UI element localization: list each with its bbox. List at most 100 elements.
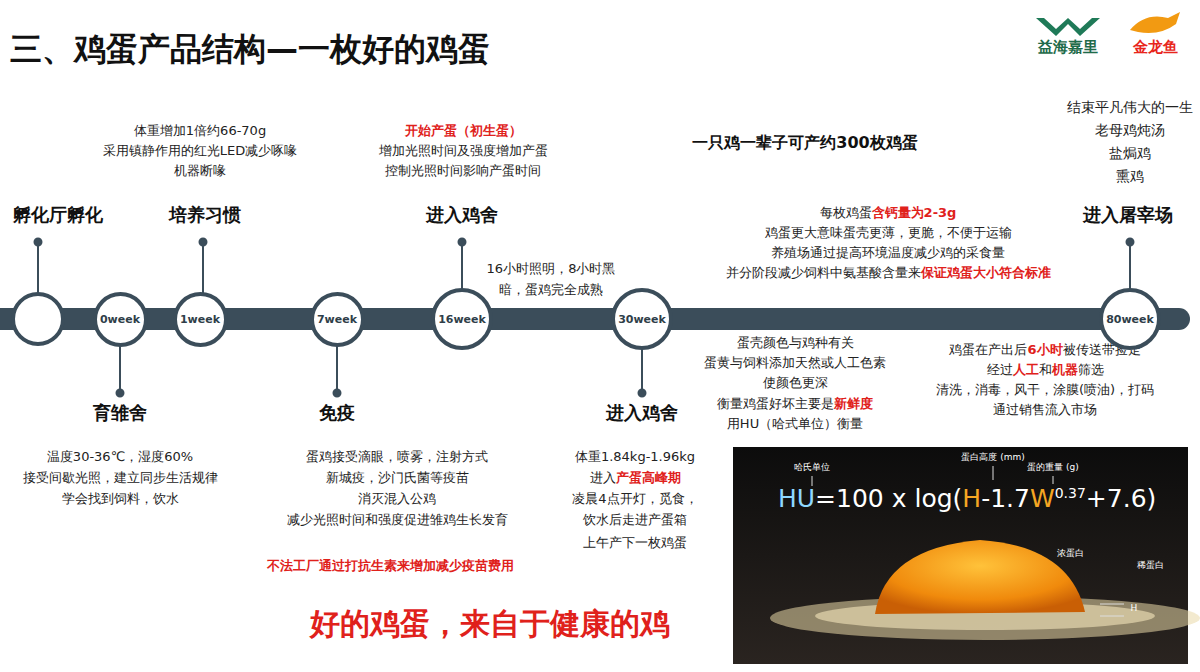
slide-title: 三、鸡蛋产品结构—一枚好的鸡蛋 [10,28,490,72]
label-text: 暗，蛋鸡完全成熟 [499,282,603,297]
label-text: 使颜色更深 [763,375,828,390]
label-text: 饮水后走进产蛋箱 [583,512,687,527]
text-line: 控制光照时间影响产蛋时间 [385,163,541,179]
text-line: 16小时照明，8小时黑 [487,261,616,277]
label-text: 和 [1039,362,1052,377]
label-text: 哈氏单位 [794,462,830,472]
label-text: H [962,484,981,513]
text-line: 饮水后走进产蛋箱 [583,512,687,528]
stems [35,239,1134,397]
text-line: 并分阶段减少饲料中氨基酸含量来保证鸡蛋大小符合标准 [726,265,1051,281]
label-text: 好的鸡蛋，来自于健康的鸡 [310,606,670,641]
text-line: 通过销售流入市场 [993,402,1097,418]
text-line: 一只鸡一辈子可产约300枚鸡蛋 [692,133,917,152]
label-text: 产蛋高峰期 [616,470,681,485]
label-text: -1.7 [981,484,1030,513]
text-line: 老母鸡炖汤 [1095,122,1165,139]
text-line: 蛋鸡接受滴眼，喷雾，注射方式 [306,449,488,465]
label-text: 开始产蛋（初生蛋） [405,123,522,138]
label-text: 通过销售流入市场 [993,402,1097,417]
text-line: 减少光照时间和强度促进雏鸡生长发育 [287,512,508,528]
text-line: 增加光照时间及强度增加产蛋 [379,143,548,159]
label-text: 蛋的重量 (g) [1027,462,1079,472]
label-text: 清洗，消毒，风干，涂膜(喷油)，打码 [936,382,1154,397]
text-line: 凌晨4点开灯，觅食， [572,491,697,507]
label-text: 鸡蛋更大意味蛋壳更薄，更脆，不便于运输 [765,225,1012,240]
week-label: 30week [618,313,666,326]
label-text: 上午产下一枚鸡蛋 [583,535,687,550]
text-line: 金龙鱼 [1133,38,1178,56]
label-text: 采用镇静作用的红光LED减少啄喙 [103,143,297,158]
label-text: 蛋鸡接受滴眼，喷雾，注射方式 [306,449,488,464]
label-text: 培养习惯 [169,204,241,225]
text-line: 开始产蛋（初生蛋） [405,123,522,139]
photo-leaders [812,466,1124,616]
start-circle [13,294,63,344]
text-line: 结束平凡伟大的一生 [1067,99,1193,116]
label-text: 进入 [590,470,616,485]
label-text: 金龙鱼 [1133,38,1178,56]
label-text: 蛋白高度 (mm) [961,452,1024,462]
label-text: =100 x log( [815,484,962,513]
week-circle: 0week [93,292,148,347]
label-text: 进入屠宰场 [1083,204,1173,225]
label-text: +7.6) [1086,484,1156,513]
text-line: 上午产下一枚鸡蛋 [583,535,687,551]
label-text: 并分阶段减少饲料中氨基酸含量来 [726,265,921,280]
label-text: 结束平凡伟大的一生 [1067,99,1193,115]
label-text: W [1030,484,1055,513]
label-text: 孵化厅孵化 [13,204,103,225]
label-text: 熏鸡 [1116,168,1144,184]
text-line: 养殖场通过提高环境温度减少鸡的采食量 [771,245,1005,261]
text-line: 蛋白高度 (mm) [961,452,1024,463]
label-text: 浓蛋白 [1057,548,1084,558]
text-line: 经过人工和机器筛选 [987,362,1104,378]
text-line: 温度30-36℃，湿度60% [47,449,193,465]
text-line: 机器断喙 [174,163,226,179]
text-line: 哈氏单位 [794,462,830,473]
label-text: 机器 [1052,362,1078,377]
week-circle: 30week [611,288,673,350]
label-text: 新城疫，沙门氏菌等疫苗 [326,470,469,485]
label-text: 进入鸡舍 [606,402,678,423]
week-label: 1week [180,313,220,326]
label-text: 消灭混入公鸡 [358,491,436,506]
text-line: 学会找到饲料，饮水 [62,491,179,507]
label-text: 0.37 [1055,485,1086,501]
week-label: 7week [317,313,357,326]
logo-fish [1130,12,1180,33]
text-line: HU=100 x log(H-1.7W0.37+7.6) [778,484,1156,514]
label-text: 育雏舍 [93,402,147,423]
label-text: 衡量鸡蛋好坏主要是 [717,396,834,411]
text-line: 蛋黄与饲料添加天然或人工色素 [704,355,886,371]
text-line: 稀蛋白 [1137,560,1164,571]
label-text: 新鲜度 [834,396,873,411]
text-line: 体重增加1倍约66-70g [134,123,266,139]
label-text: 进入鸡舍 [426,204,498,225]
logo-mark [1036,18,1100,36]
text-line: 用HU（哈式单位）衡量 [727,416,863,432]
text-line: 清洗，消毒，风干，涂膜(喷油)，打码 [936,382,1154,398]
label-text: 增加光照时间及强度增加产蛋 [379,143,548,158]
text-line: 新城疫，沙门氏菌等疫苗 [326,470,469,486]
text-line: 进入产蛋高峰期 [590,470,681,486]
text-line: 使颜色更深 [763,375,828,391]
label-text: 含钙量为2-3g [872,205,957,220]
text-line: 不法工厂通过打抗生素来增加减少疫苗费用 [267,558,514,574]
label-text: 每枚鸡蛋 [820,205,872,220]
week-circle: 16week [431,288,493,350]
week-circle: 7week [310,292,365,347]
text-line: 培养习惯 [169,204,241,226]
text-line: 进入屠宰场 [1083,204,1173,226]
label-text: 养殖场通过提高环境温度减少鸡的采食量 [771,245,1005,260]
label-text: 保证鸡蛋大小符合标准 [921,265,1051,280]
label-text: 益海嘉里 [1038,38,1098,56]
text-line: 鸡蛋更大意味蛋壳更薄，更脆，不便于运输 [765,225,1012,241]
text-line: 好的鸡蛋，来自于健康的鸡 [310,606,670,642]
text-line: 浓蛋白 [1057,548,1084,559]
text-line: 每枚鸡蛋含钙量为2-3g [820,205,957,221]
label-text: 16小时照明，8小时黑 [487,261,616,276]
label-text: 盐焗鸡 [1109,145,1151,161]
text-line: 蛋的重量 (g) [1027,462,1079,473]
